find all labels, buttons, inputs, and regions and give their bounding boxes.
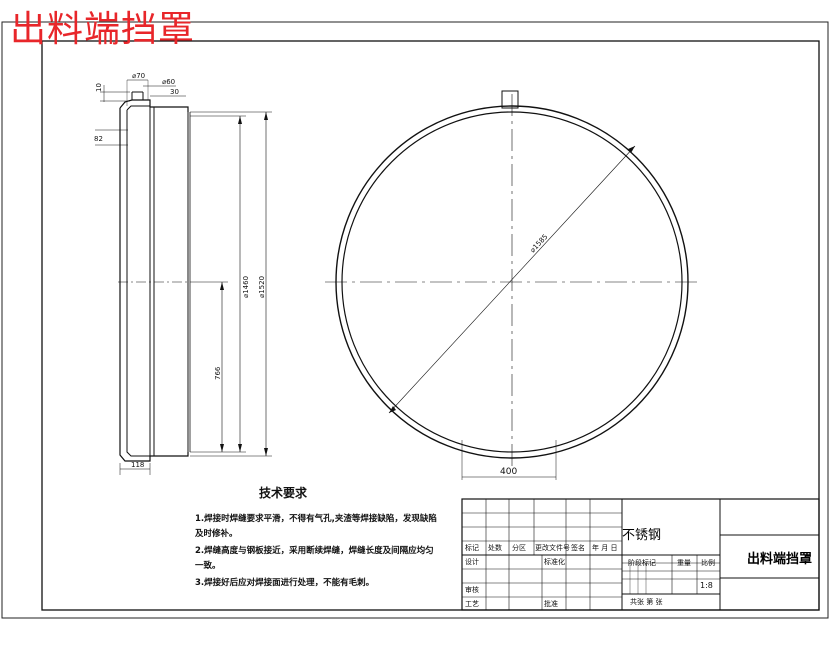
dim-len766: 766 [214, 366, 222, 380]
tb-header-mark: 标记 [465, 544, 479, 552]
diameter-dimension-line [388, 145, 636, 414]
dim-d1460: ⌀1460 [242, 276, 250, 298]
tb-weight: 重量 [677, 559, 691, 567]
dim-d1520: ⌀1520 [258, 276, 266, 298]
dim-len118: 118 [131, 461, 144, 469]
tb-review: 审核 [465, 586, 479, 594]
side-view [95, 79, 272, 475]
tech-note-3: 3.焊接好后应对焊接面进行处理，不能有毛刺。 [195, 578, 375, 588]
dim-len30: 30 [170, 88, 179, 96]
tb-stage-mark: 阶段标记 [628, 559, 656, 567]
tb-sheet: 共张 第 张 [630, 598, 663, 606]
tech-note-2-cont: 一致。 [195, 561, 221, 571]
inner-border [41, 40, 820, 611]
tb-process: 工艺 [465, 600, 479, 608]
dim-d1585: ⌀1585 [529, 233, 550, 255]
tech-note-1: 1.焊接时焊缝要求平滑，不得有气孔,夹渣等焊接缺陷，发现缺陷 [195, 514, 437, 524]
tb-scale: 比例 [701, 559, 715, 567]
tech-req-title: 技术要求 [259, 486, 308, 500]
front-view [325, 90, 700, 480]
tb-header-zone: 分区 [512, 544, 526, 552]
tb-header-date: 年 月 日 [592, 544, 618, 552]
tb-header-sign: 签名 [571, 544, 585, 552]
tech-note-1-cont: 及时修补。 [195, 529, 238, 539]
dim-d60: ⌀60 [162, 78, 175, 86]
dim-len400: 400 [500, 467, 517, 477]
dim-d70: ⌀70 [132, 72, 145, 80]
tb-part-name: 出料端挡罩 [747, 552, 813, 567]
tech-note-2: 2.焊缝高度与钢板接近，采用断续焊缝，焊缝长度及间隔应均匀 [195, 546, 434, 556]
outer-border [1, 21, 829, 619]
dim-len10: 10 [95, 83, 103, 92]
tb-header-change: 更改文件号 [535, 544, 570, 552]
page-title: 出料端挡罩 [10, 9, 196, 50]
tb-standardization: 标准化 [544, 558, 565, 566]
tb-approve: 批准 [544, 600, 558, 608]
dim-len82: 82 [94, 135, 103, 143]
tb-material: 不锈钢 [622, 528, 662, 543]
title-block-grid [461, 498, 820, 611]
tb-header-count: 处数 [488, 544, 502, 552]
tb-designer: 设计 [465, 558, 479, 566]
tb-scale-value: 1:8 [700, 581, 713, 590]
